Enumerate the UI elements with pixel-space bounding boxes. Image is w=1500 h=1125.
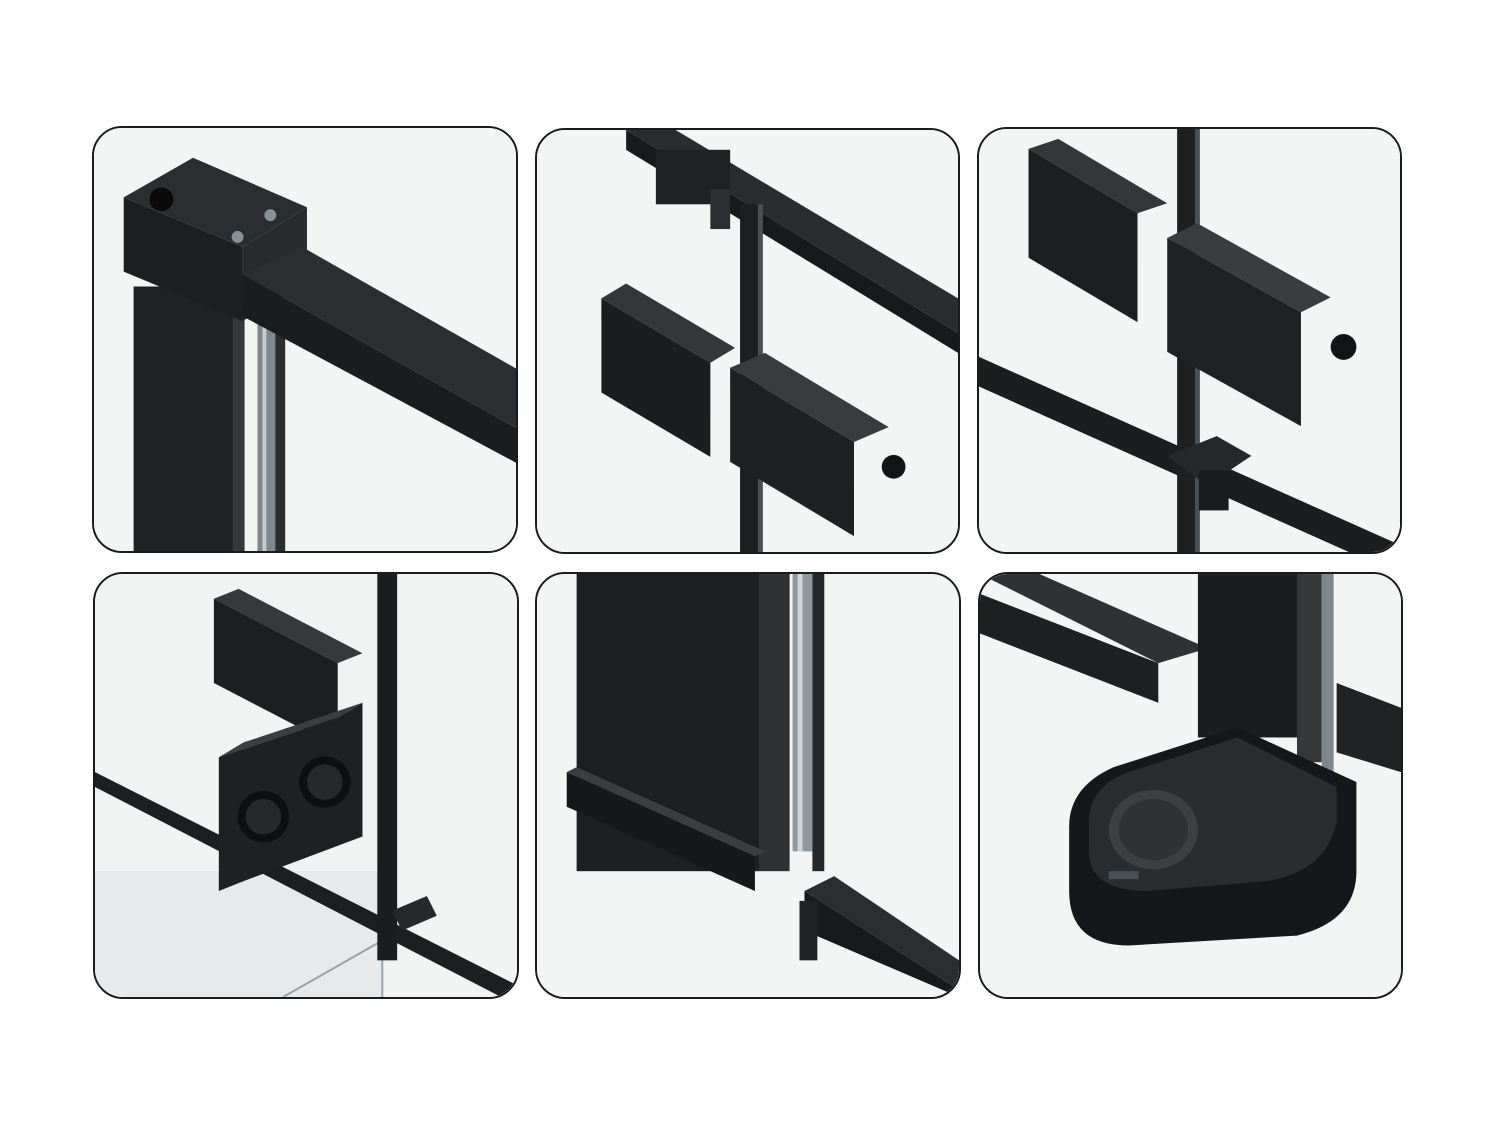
vertical-profile-base-illustration (537, 574, 959, 997)
panel-door-hinge (977, 127, 1402, 554)
frame-corner-cap-illustration (94, 128, 516, 551)
panel-wall-hinge-top (535, 128, 960, 554)
panel-hinge-round-cutouts (93, 572, 519, 999)
panel-floor-pivot-bearing (978, 572, 1403, 999)
panel-vertical-profile-base (535, 572, 961, 999)
door-hinge-illustration (979, 129, 1400, 552)
floor-pivot-bearing-illustration (980, 574, 1401, 997)
wall-hinge-top-illustration (537, 130, 958, 552)
panel-frame-corner-cap (92, 126, 518, 553)
hinge-round-cutouts-illustration (95, 574, 517, 997)
